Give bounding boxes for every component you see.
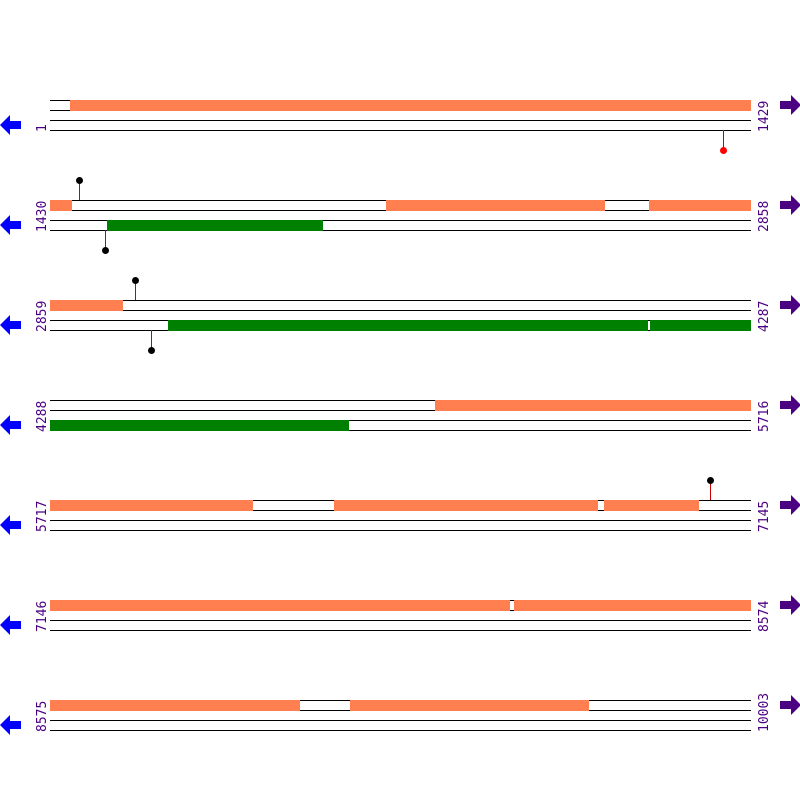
site-marker-icon[interactable] <box>132 277 139 284</box>
site-marker-icon[interactable] <box>707 477 714 484</box>
forward-feature[interactable] <box>604 500 699 511</box>
arrow-left-icon[interactable] <box>0 714 22 736</box>
arrow-right-icon[interactable] <box>780 694 800 716</box>
arrow-right-icon[interactable] <box>780 194 800 216</box>
track-line <box>50 410 751 411</box>
site-marker-stem <box>151 330 152 350</box>
track-line <box>50 420 751 421</box>
site-marker-icon[interactable] <box>76 177 83 184</box>
track-line <box>50 130 751 131</box>
track-line <box>50 720 751 721</box>
arrow-left-icon[interactable] <box>0 614 22 636</box>
track-line <box>50 300 751 301</box>
site-marker-stem <box>105 230 106 250</box>
forward-feature[interactable] <box>649 200 751 211</box>
forward-feature[interactable] <box>334 500 598 511</box>
forward-feature[interactable] <box>70 100 751 111</box>
arrow-right-icon[interactable] <box>780 294 800 316</box>
track-line <box>50 120 751 121</box>
site-marker-stem <box>79 180 80 200</box>
site-marker-stem <box>135 280 136 300</box>
arrow-left-icon[interactable] <box>0 514 22 536</box>
map-row: 8575 10003 <box>0 0 800 735</box>
track-line <box>50 310 751 311</box>
start-coordinate: 8575 <box>35 700 50 732</box>
forward-feature[interactable] <box>435 400 751 411</box>
end-coordinate: 7145 <box>757 500 772 532</box>
map-row: 2859 4287 <box>0 0 800 354</box>
start-coordinate: 2859 <box>35 300 50 332</box>
track-line <box>50 430 751 431</box>
track-line <box>50 620 751 621</box>
map-row: 7146 8574 <box>0 0 800 635</box>
end-coordinate: 4287 <box>757 300 772 332</box>
end-coordinate: 2858 <box>757 200 772 232</box>
reverse-feature[interactable] <box>50 420 349 431</box>
arrow-right-icon[interactable] <box>780 494 800 516</box>
map-row: 4288 5716 <box>0 0 800 435</box>
forward-feature[interactable] <box>50 600 510 611</box>
end-coordinate: 1429 <box>757 100 772 132</box>
track-line <box>50 630 751 631</box>
forward-feature[interactable] <box>514 600 751 611</box>
arrow-left-icon[interactable] <box>0 214 22 236</box>
end-coordinate: 8574 <box>757 600 772 632</box>
track-line <box>50 400 751 401</box>
end-coordinate: 5716 <box>757 400 772 432</box>
reverse-feature[interactable] <box>168 320 648 331</box>
forward-feature[interactable] <box>50 300 123 311</box>
end-coordinate: 10003 <box>757 692 772 732</box>
track-line <box>50 230 751 231</box>
site-marker-icon[interactable] <box>720 147 727 154</box>
arrow-left-icon[interactable] <box>0 414 22 436</box>
track-line <box>50 220 751 221</box>
forward-feature[interactable] <box>350 700 589 711</box>
site-marker-icon[interactable] <box>102 247 109 254</box>
site-marker-icon[interactable] <box>148 347 155 354</box>
arrow-left-icon[interactable] <box>0 314 22 336</box>
forward-feature[interactable] <box>386 200 605 211</box>
forward-feature[interactable] <box>50 500 253 511</box>
reverse-feature[interactable] <box>650 320 751 331</box>
arrow-right-icon[interactable] <box>780 394 800 416</box>
track-line <box>50 730 751 731</box>
track-line <box>50 520 751 521</box>
site-marker-stem <box>710 480 711 500</box>
forward-feature[interactable] <box>50 700 300 711</box>
arrow-left-icon[interactable] <box>0 114 22 136</box>
map-row: 1 1429 <box>0 0 800 154</box>
start-coordinate: 4288 <box>35 400 50 432</box>
start-coordinate: 1 <box>35 124 50 132</box>
track-line <box>50 530 751 531</box>
site-marker-stem <box>723 130 724 150</box>
reverse-feature[interactable] <box>107 220 323 231</box>
arrow-right-icon[interactable] <box>780 94 800 116</box>
map-row: 1430 2858 <box>0 0 800 254</box>
start-coordinate: 5717 <box>35 500 50 532</box>
arrow-right-icon[interactable] <box>780 594 800 616</box>
start-coordinate: 1430 <box>35 200 50 232</box>
forward-feature[interactable] <box>50 200 72 211</box>
start-coordinate: 7146 <box>35 600 50 632</box>
map-row: 5717 7145 <box>0 0 800 535</box>
